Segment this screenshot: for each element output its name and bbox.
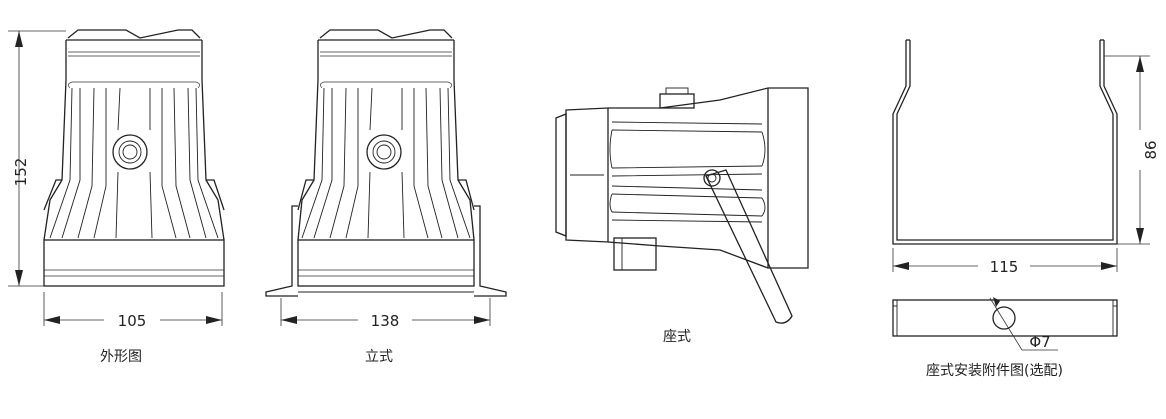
bracket-height-dim: 86: [1142, 140, 1160, 159]
outline-caption: 外形图: [100, 349, 142, 365]
outline-view: 152 105: [8, 29, 225, 330]
stand-width-dim: 138: [371, 312, 400, 330]
stand-caption: 立式: [365, 349, 393, 365]
bracket-view: 86 115 Φ7: [892, 39, 1160, 351]
stand-view: 138: [265, 29, 507, 330]
outline-height-dim: 152: [12, 158, 30, 187]
bracket-width-dim: 115: [990, 258, 1019, 276]
base-caption: 座式: [663, 329, 691, 345]
outline-width-dim: 105: [118, 312, 147, 330]
hole-dim: Φ7: [1029, 333, 1050, 351]
bracket-caption: 座式安装附件图(选配): [926, 363, 1063, 379]
base-view: [555, 87, 809, 324]
